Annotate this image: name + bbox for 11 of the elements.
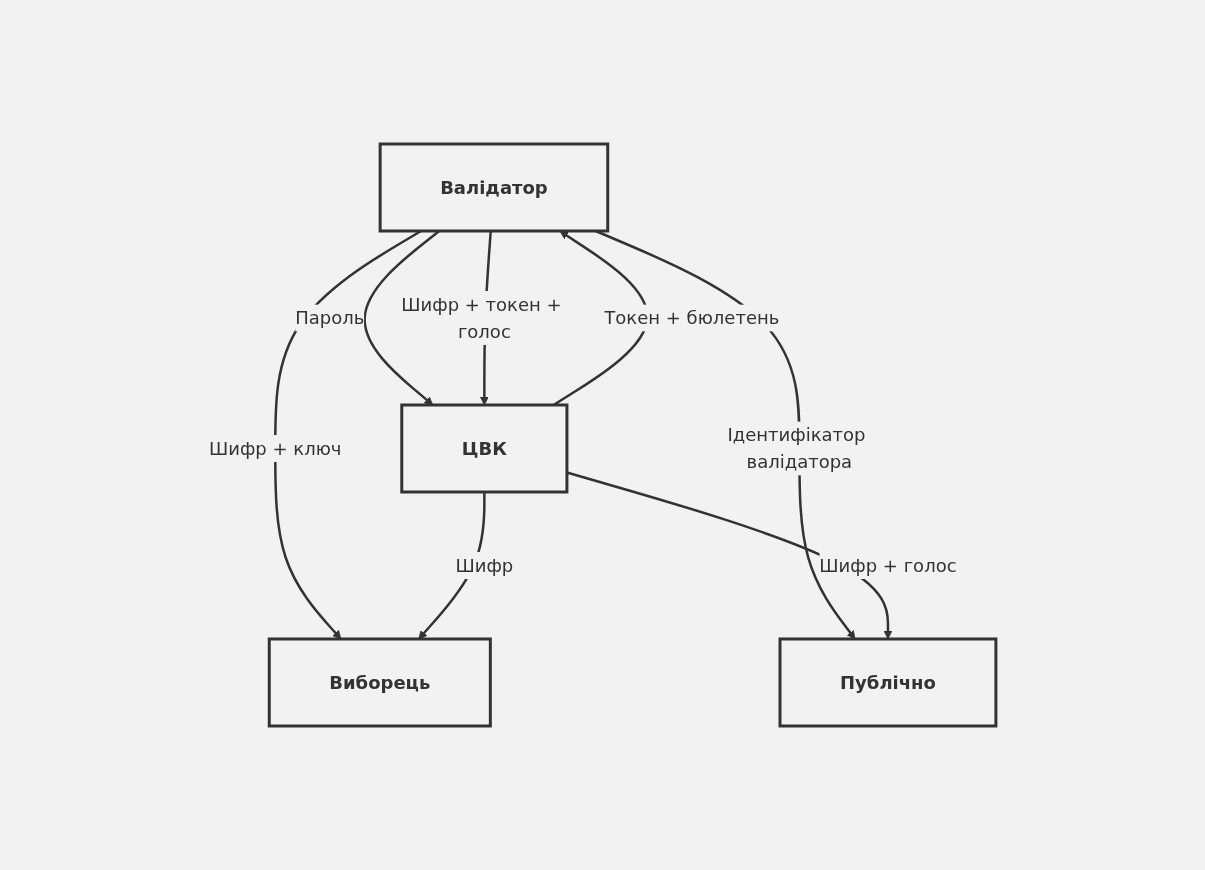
edge-label: Шифр xyxy=(455,554,514,576)
node-box: Публічно xyxy=(778,637,998,728)
edge-label: Токен + бюлетень xyxy=(604,307,780,329)
edge-label: Ідентифікатор валідатора xyxy=(727,424,866,473)
node-box: Валідатор xyxy=(378,142,610,233)
node-box: Виборець xyxy=(267,637,492,728)
edge-label: Шифр + голос xyxy=(819,554,957,576)
edge-label: Пароль xyxy=(295,307,365,329)
node-box: ЦВК xyxy=(400,403,569,494)
edge-label: Шифр + ключ xyxy=(209,437,342,459)
edge-label: Шифр + токен + голос xyxy=(401,294,562,342)
